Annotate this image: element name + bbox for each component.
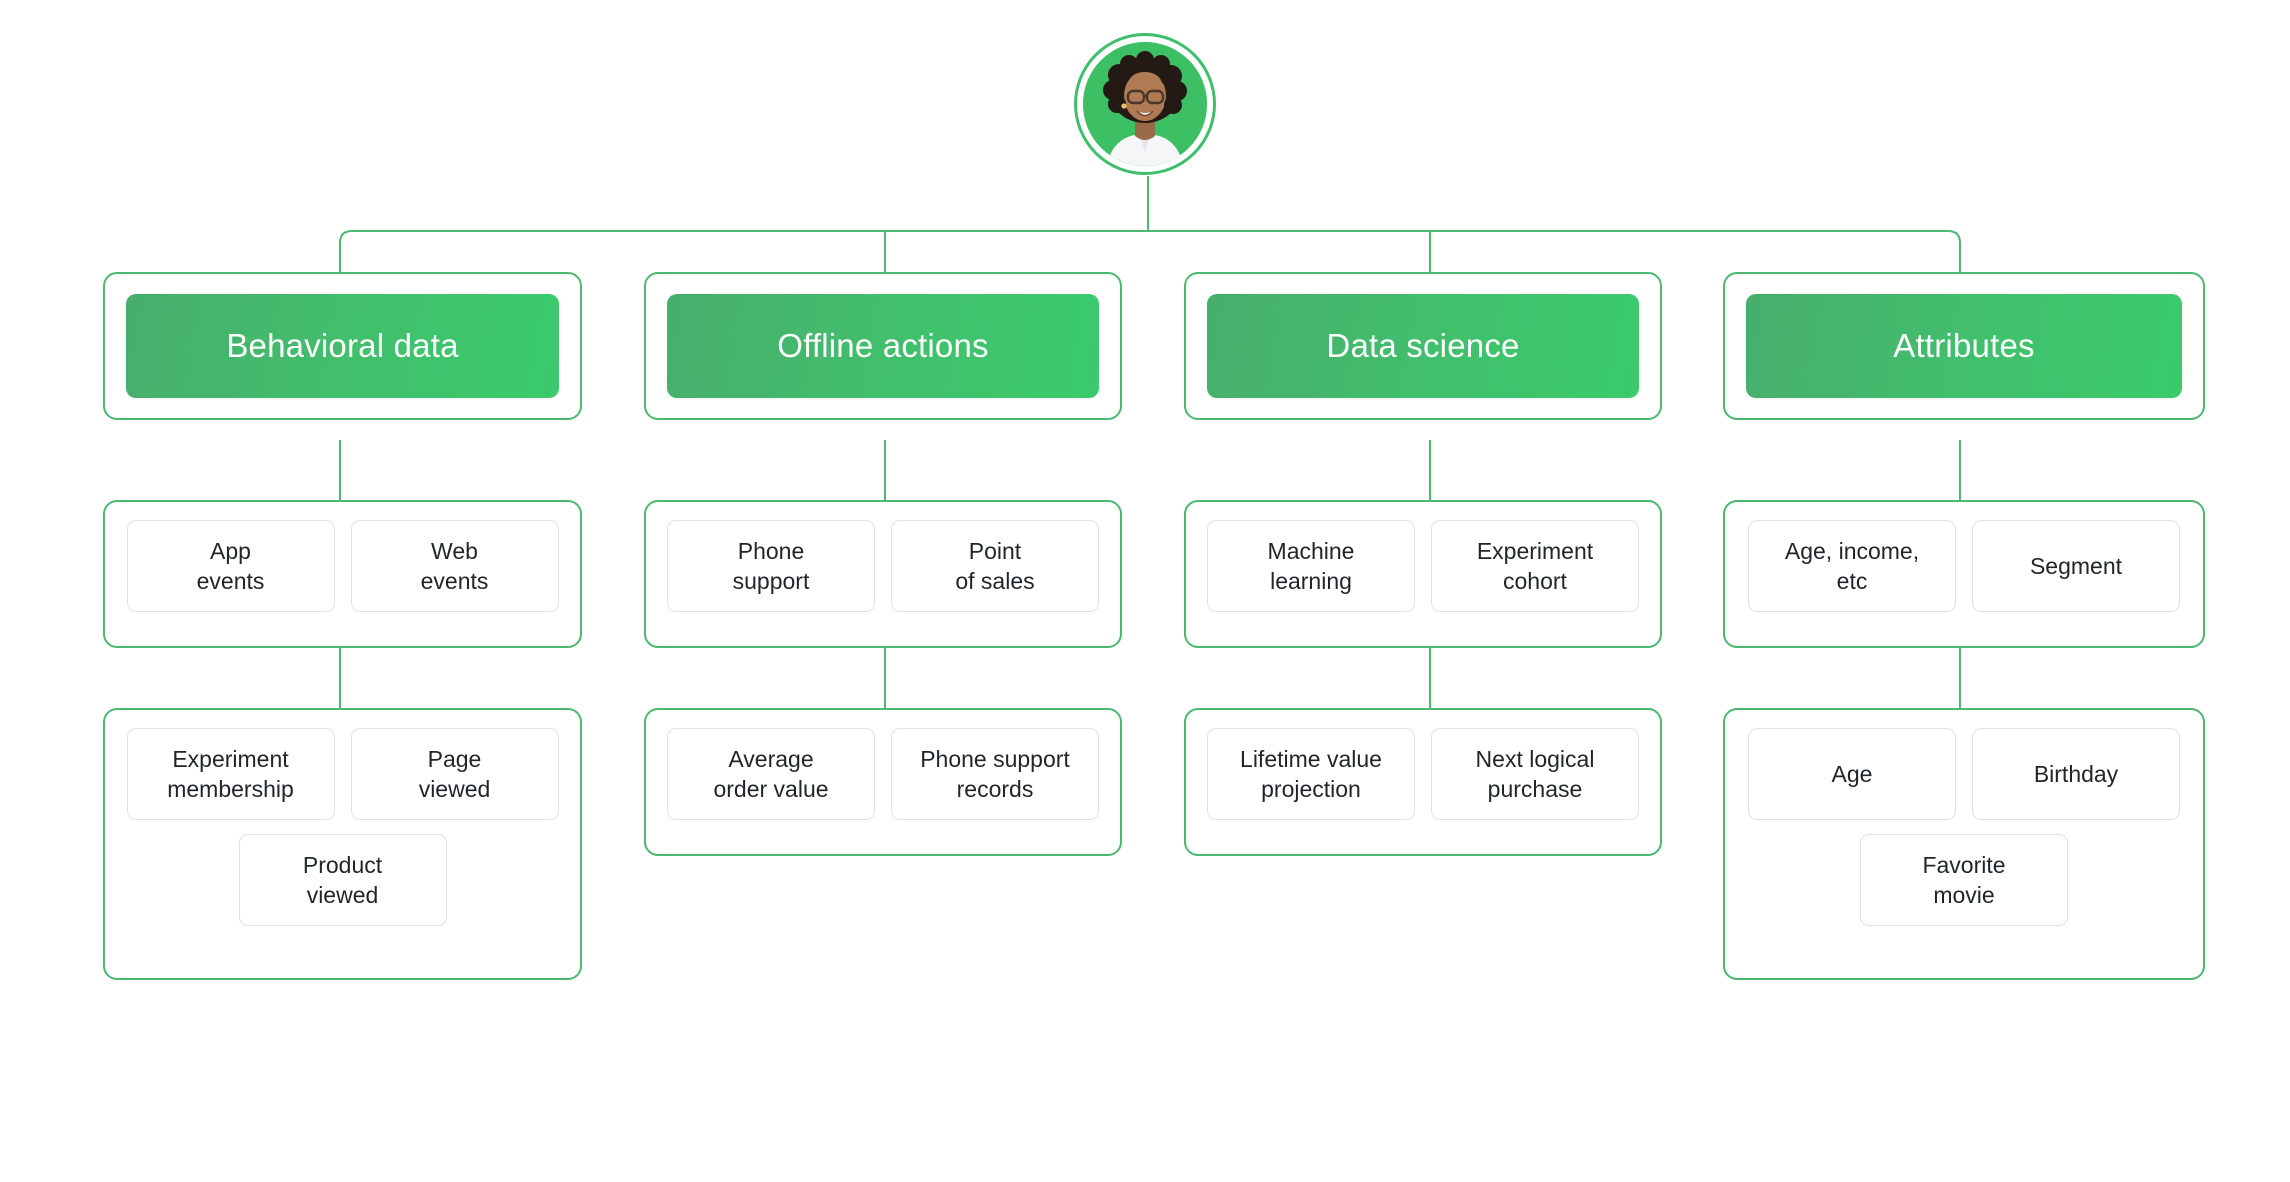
chip-next-logical-purchase[interactable]: Next logical purchase: [1431, 728, 1639, 820]
chip-phone-support-records[interactable]: Phone support records: [891, 728, 1099, 820]
chip-page-viewed[interactable]: Page viewed: [350, 728, 559, 820]
chip-age[interactable]: Age: [1748, 728, 1956, 820]
chip-row: Experiment membership Page viewed: [123, 728, 562, 820]
chip-segment[interactable]: Segment: [1972, 520, 2180, 612]
column-header-label: Attributes: [1893, 326, 2035, 364]
column-level2-card-attributes: Age, income, etc Segment: [1723, 500, 2205, 648]
chip-product-viewed[interactable]: Product viewed: [238, 834, 447, 926]
column-header-pill: Offline actions: [667, 294, 1099, 398]
chip-row: Age, income, etc Segment: [1743, 520, 2185, 612]
column-level3-card-offline-actions: Average order value Phone support record…: [644, 708, 1122, 856]
chip-web-events[interactable]: Web events: [350, 520, 559, 612]
avatar-photo: [1083, 42, 1207, 166]
column-header-card-attributes[interactable]: Attributes: [1723, 272, 2205, 420]
chip-phone-support[interactable]: Phone support: [667, 520, 875, 612]
column-level3-card-attributes: Age Birthday Favorite movie: [1723, 708, 2205, 980]
chip-row: Product viewed: [123, 834, 562, 926]
column-header-pill: Attributes: [1746, 294, 2182, 398]
column-header-label: Offline actions: [777, 326, 989, 364]
root-avatar: [1074, 33, 1216, 175]
chip-average-order-value[interactable]: Average order value: [667, 728, 875, 820]
chip-row: Machine learning Experiment cohort: [1204, 520, 1642, 612]
chip-row: Phone support Point of sales: [664, 520, 1102, 612]
chip-app-events[interactable]: App events: [126, 520, 335, 612]
column-header-pill: Data science: [1207, 294, 1639, 398]
chip-row: Favorite movie: [1743, 834, 2185, 926]
chip-row: Lifetime value projection Next logical p…: [1204, 728, 1642, 820]
chip-row: Age Birthday: [1743, 728, 2185, 820]
column-header-card-offline-actions[interactable]: Offline actions: [644, 272, 1122, 420]
chip-favorite-movie[interactable]: Favorite movie: [1860, 834, 2068, 926]
chip-row: App events Web events: [123, 520, 562, 612]
column-level3-card-behavioral-data: Experiment membership Page viewed Produc…: [103, 708, 582, 980]
chip-row: Average order value Phone support record…: [664, 728, 1102, 820]
column-header-card-behavioral-data[interactable]: Behavioral data: [103, 272, 582, 420]
chip-birthday[interactable]: Birthday: [1972, 728, 2180, 820]
chip-machine-learning[interactable]: Machine learning: [1207, 520, 1415, 612]
column-header-label: Behavioral data: [226, 326, 459, 364]
chip-point-of-sales[interactable]: Point of sales: [891, 520, 1099, 612]
chip-age-income-etc[interactable]: Age, income, etc: [1748, 520, 1956, 612]
column-level3-card-data-science: Lifetime value projection Next logical p…: [1184, 708, 1662, 856]
column-level2-card-behavioral-data: App events Web events: [103, 500, 582, 648]
column-header-card-data-science[interactable]: Data science: [1184, 272, 1662, 420]
column-level2-card-offline-actions: Phone support Point of sales: [644, 500, 1122, 648]
column-header-label: Data science: [1326, 326, 1520, 364]
column-header-pill: Behavioral data: [126, 294, 559, 398]
chip-experiment-cohort[interactable]: Experiment cohort: [1431, 520, 1639, 612]
chip-lifetime-value-projection[interactable]: Lifetime value projection: [1207, 728, 1415, 820]
column-level2-card-data-science: Machine learning Experiment cohort: [1184, 500, 1662, 648]
chip-experiment-membership[interactable]: Experiment membership: [126, 728, 335, 820]
